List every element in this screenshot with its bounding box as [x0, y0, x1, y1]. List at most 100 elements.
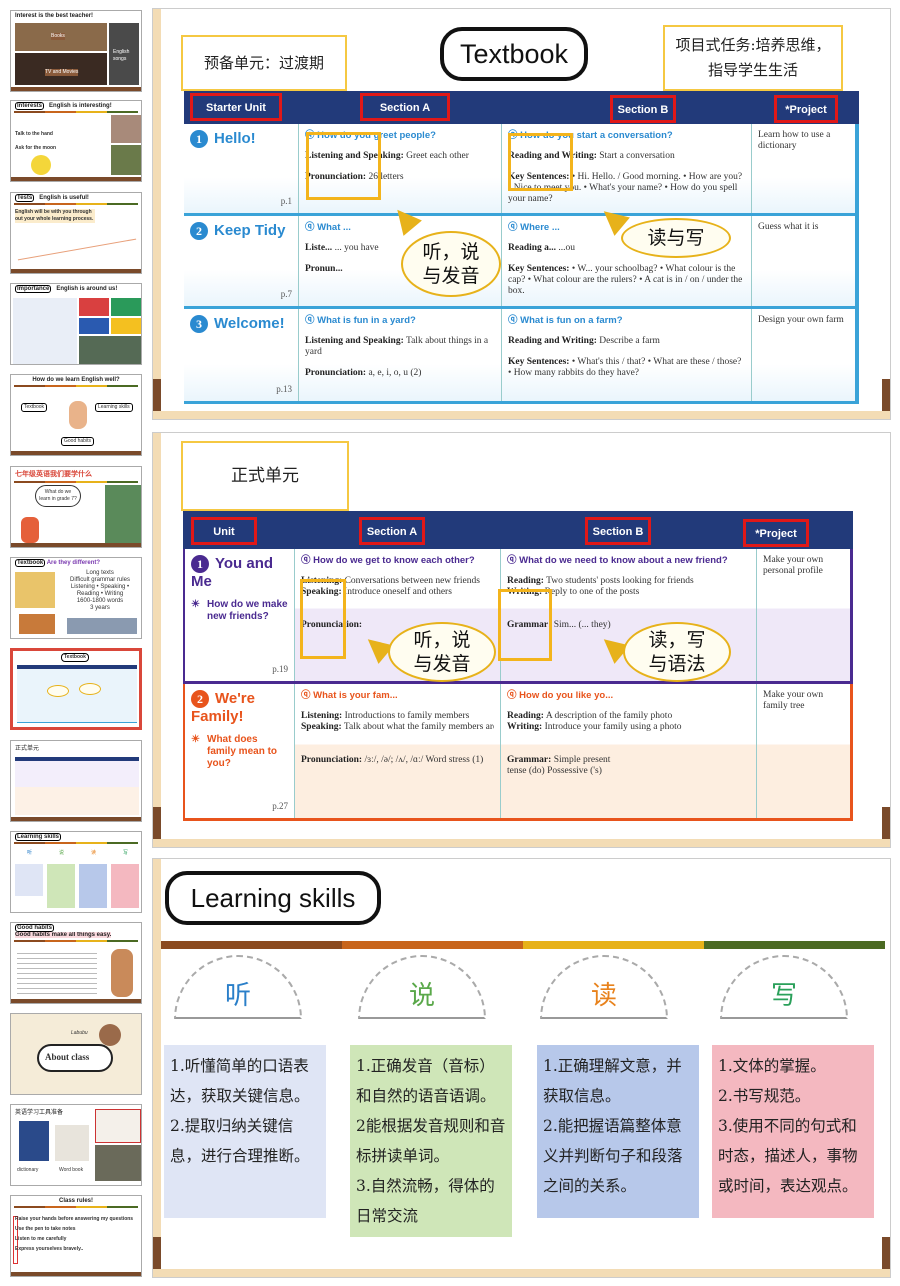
- skill-label: Speaking:: [301, 722, 342, 732]
- skill-label: Writing:: [507, 587, 543, 597]
- thumb-title: 正式单元: [15, 746, 40, 752]
- slide-thumbnail-3[interactable]: Tests English is useful! English will be…: [10, 192, 142, 274]
- lightbulb-icon: ☀: [191, 734, 200, 745]
- thumb-label: 写: [123, 850, 129, 856]
- skill-label: Grammar:: [507, 620, 552, 630]
- skill-label: Pronunciation:: [305, 368, 367, 378]
- slide-thumbnail-6[interactable]: 七年级英语我们要学什么 What do we learn in grade 7?: [10, 466, 142, 548]
- skill-value: Introductions to family members: [344, 711, 470, 721]
- skill-label: Key Sentences:: [508, 172, 570, 182]
- thumb-tag: Tests: [15, 194, 35, 202]
- thumb-label: dictionary: [17, 1167, 39, 1173]
- unit-number: 3: [190, 315, 208, 333]
- page-number: p.27: [272, 801, 288, 811]
- slide-thumbnail-5[interactable]: How do we learn English well? Textbook L…: [10, 374, 142, 456]
- project-cell: Design your own farm: [752, 309, 859, 401]
- question-icon: ⓠ: [305, 222, 315, 233]
- textbook-title-bubble: Textbook: [440, 27, 588, 81]
- skill-label: Listening and Speaking:: [305, 336, 404, 346]
- skill-label: Listening:: [301, 711, 343, 721]
- slide-thumbnail-2[interactable]: Interests English is interesting! Talk t…: [10, 100, 142, 182]
- slide-thumbnail-1[interactable]: Interest is the best teacher! Books Engl…: [10, 10, 142, 92]
- unit-big-question: ☀What does family mean to you?: [191, 734, 278, 769]
- skill-value: 26 letters: [368, 172, 404, 182]
- question-icon: ⓠ: [508, 315, 518, 326]
- header-section-b: Section B: [585, 517, 651, 545]
- skill-description: 1.正确理解文意，并获取信息。 2.能把握语篇整体意义并判断句子和段落之间的关系…: [537, 1045, 699, 1218]
- thumb-line: Use the pen to take notes: [15, 1226, 76, 1232]
- section-a-question: ⓠ How do we get to know each other?: [301, 555, 475, 566]
- section-b-question: ⓠ What is fun on a farm?: [508, 315, 623, 326]
- skill-value: Reply to one of the posts: [544, 587, 640, 597]
- formal-unit-note: 正式单元: [181, 441, 349, 511]
- slide-thumbnail-9[interactable]: 正式单元: [10, 740, 142, 822]
- section-b-question: ⓠ What do we need to know about a new fr…: [507, 555, 728, 566]
- skill-label: Pronunciation:: [301, 620, 363, 630]
- skill-label: Writing:: [507, 722, 543, 732]
- question-icon: ⓠ: [508, 222, 518, 233]
- project-cell: Learn how to use a dictionary: [752, 124, 859, 213]
- thumb-title: 七年级英语我们要学什么: [15, 471, 92, 478]
- skill-value: Conversations between new friends: [344, 576, 480, 586]
- skill-value: ... you have: [334, 243, 379, 253]
- skill-value: Introduce oneself and others: [344, 587, 452, 597]
- skill-label: Reading and Writing:: [508, 151, 597, 161]
- skill-label: Key Sentences:: [508, 264, 570, 274]
- thumb-line: Difficult grammar rules: [70, 577, 130, 583]
- thumb-tag: Textbook: [61, 653, 89, 662]
- thumb-label: TV and Movies: [45, 69, 79, 76]
- skill-value: Talk about what the family members are l…: [343, 722, 494, 732]
- header-section-a: Section A: [359, 517, 425, 545]
- skill-description: 1.文体的掌握。 2.书写规范。 3.使用不同的句式和时态，描述人，事物或时间，…: [712, 1045, 874, 1218]
- skill-value: A description of the family photo: [545, 711, 673, 721]
- slide-thumbnail-7[interactable]: Textbook Are they different? Long texts …: [10, 557, 142, 639]
- thumb-tag: Importance: [15, 285, 52, 293]
- skill-label: Speaking:: [301, 587, 342, 597]
- thumb-label: Good habits: [61, 437, 94, 446]
- slide-thumbnail-13[interactable]: 英语学习工具准备 dictionary Word book: [10, 1104, 142, 1186]
- project-cell: Make your own family tree: [757, 684, 853, 818]
- section-a-question: ⓠ How do you greet people?: [305, 130, 436, 141]
- question-icon: ⓠ: [305, 315, 315, 326]
- skill-label: Reading:: [507, 711, 544, 721]
- slide-thumbnail-14[interactable]: Class rules! Raise your hands before ans…: [10, 1195, 142, 1277]
- key-sentences: • Hi. Hello. / Good morning. • How are y…: [508, 172, 743, 204]
- slide-textbook-formal: 正式单元 Unit Section A Section B *Project 1…: [152, 432, 891, 848]
- unit-number: 2: [191, 690, 209, 708]
- thumb-title: Class rules!: [58, 1198, 94, 1204]
- thumb-line: Ask for the moon: [15, 145, 57, 151]
- skill-label: Pronunciation:: [301, 755, 363, 765]
- slide-thumbnail-10[interactable]: Learning skills 听 说 读 写: [10, 831, 142, 913]
- unit-name: We're Family!: [191, 690, 255, 725]
- thumb-title: Good habits make all things easy.: [15, 932, 112, 938]
- thumb-line: 1600-1800 words: [76, 598, 124, 604]
- question-icon: ⓠ: [305, 130, 315, 141]
- slide-thumbnail-4[interactable]: Importance English is around us!: [10, 283, 142, 365]
- slide-thumbnail-12[interactable]: About class Labubu: [10, 1013, 142, 1095]
- slide-thumbnail-8-selected[interactable]: Textbook: [10, 648, 142, 730]
- color-divider: [161, 941, 885, 949]
- thumb-tag: Learning skills: [15, 833, 62, 841]
- table-header: Starter Unit Section A Section B *Projec…: [184, 91, 859, 124]
- thumb-title: English is around us!: [56, 286, 118, 292]
- starter-unit-note: 预备单元：过渡期: [181, 35, 347, 91]
- skill-label: Reading and Writing:: [508, 336, 597, 346]
- skill-label: Liste...: [305, 243, 333, 253]
- skill-description: 1.听懂简单的口语表达，获取关键信息。 2.提取归纳关键信息，进行合理推断。: [164, 1045, 326, 1218]
- skill-label: Pronunciation:: [305, 172, 367, 182]
- thumb-title: About class: [45, 1052, 90, 1062]
- header-section-a: Section A: [360, 93, 450, 121]
- slide-thumbnail-11[interactable]: Good habits Good habits make all things …: [10, 922, 142, 1004]
- thumb-label: Labubu: [71, 1030, 88, 1036]
- thumb-line: Long texts: [86, 570, 114, 576]
- unit-number: 2: [190, 222, 208, 240]
- question-icon: ⓠ: [507, 555, 517, 566]
- thumb-title: English is interesting!: [49, 103, 112, 109]
- skill-label: Listening and Speaking:: [305, 151, 404, 161]
- thumb-label: Learning skills: [95, 403, 133, 412]
- skill-value: Simple present tense (do) Possessive ('s…: [507, 755, 611, 776]
- section-b-question: ⓠ Where ...: [508, 222, 560, 233]
